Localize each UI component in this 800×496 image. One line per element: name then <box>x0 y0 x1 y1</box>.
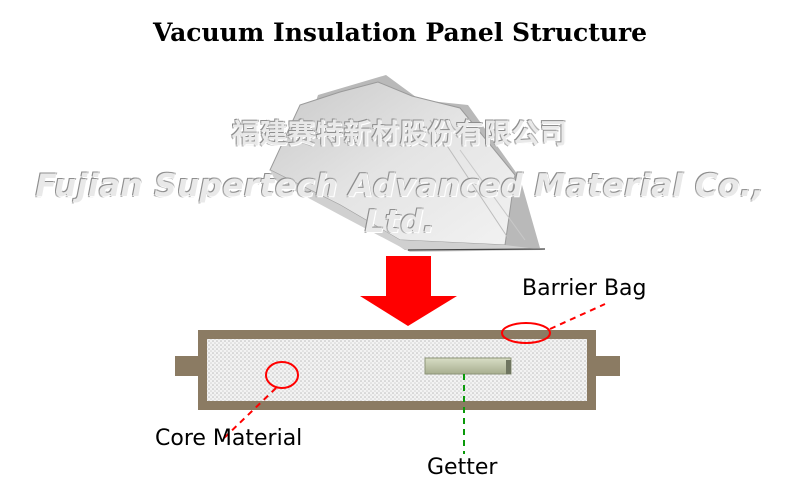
watermark-chinese: 福建赛特新材股份有限公司 <box>232 119 568 150</box>
left-flange <box>175 356 205 376</box>
barrier-bag-callout <box>501 303 606 344</box>
diagram-title: Vacuum Insulation Panel Structure <box>152 18 648 47</box>
core-material-sheets <box>269 75 546 252</box>
vacuum-panel-cross-section <box>175 330 620 410</box>
right-flange <box>590 356 620 376</box>
barrier-bag-label: Barrier Bag <box>522 276 647 301</box>
core-material-fill <box>207 339 587 401</box>
core-material-label: Core Material <box>155 426 303 451</box>
down-arrow-icon <box>360 256 457 326</box>
core-material-callout <box>221 361 299 441</box>
getter-label: Getter <box>427 455 498 480</box>
watermark-english: Fujian Supertech Advanced Material Co., … <box>35 168 765 240</box>
getter-block <box>424 357 512 375</box>
